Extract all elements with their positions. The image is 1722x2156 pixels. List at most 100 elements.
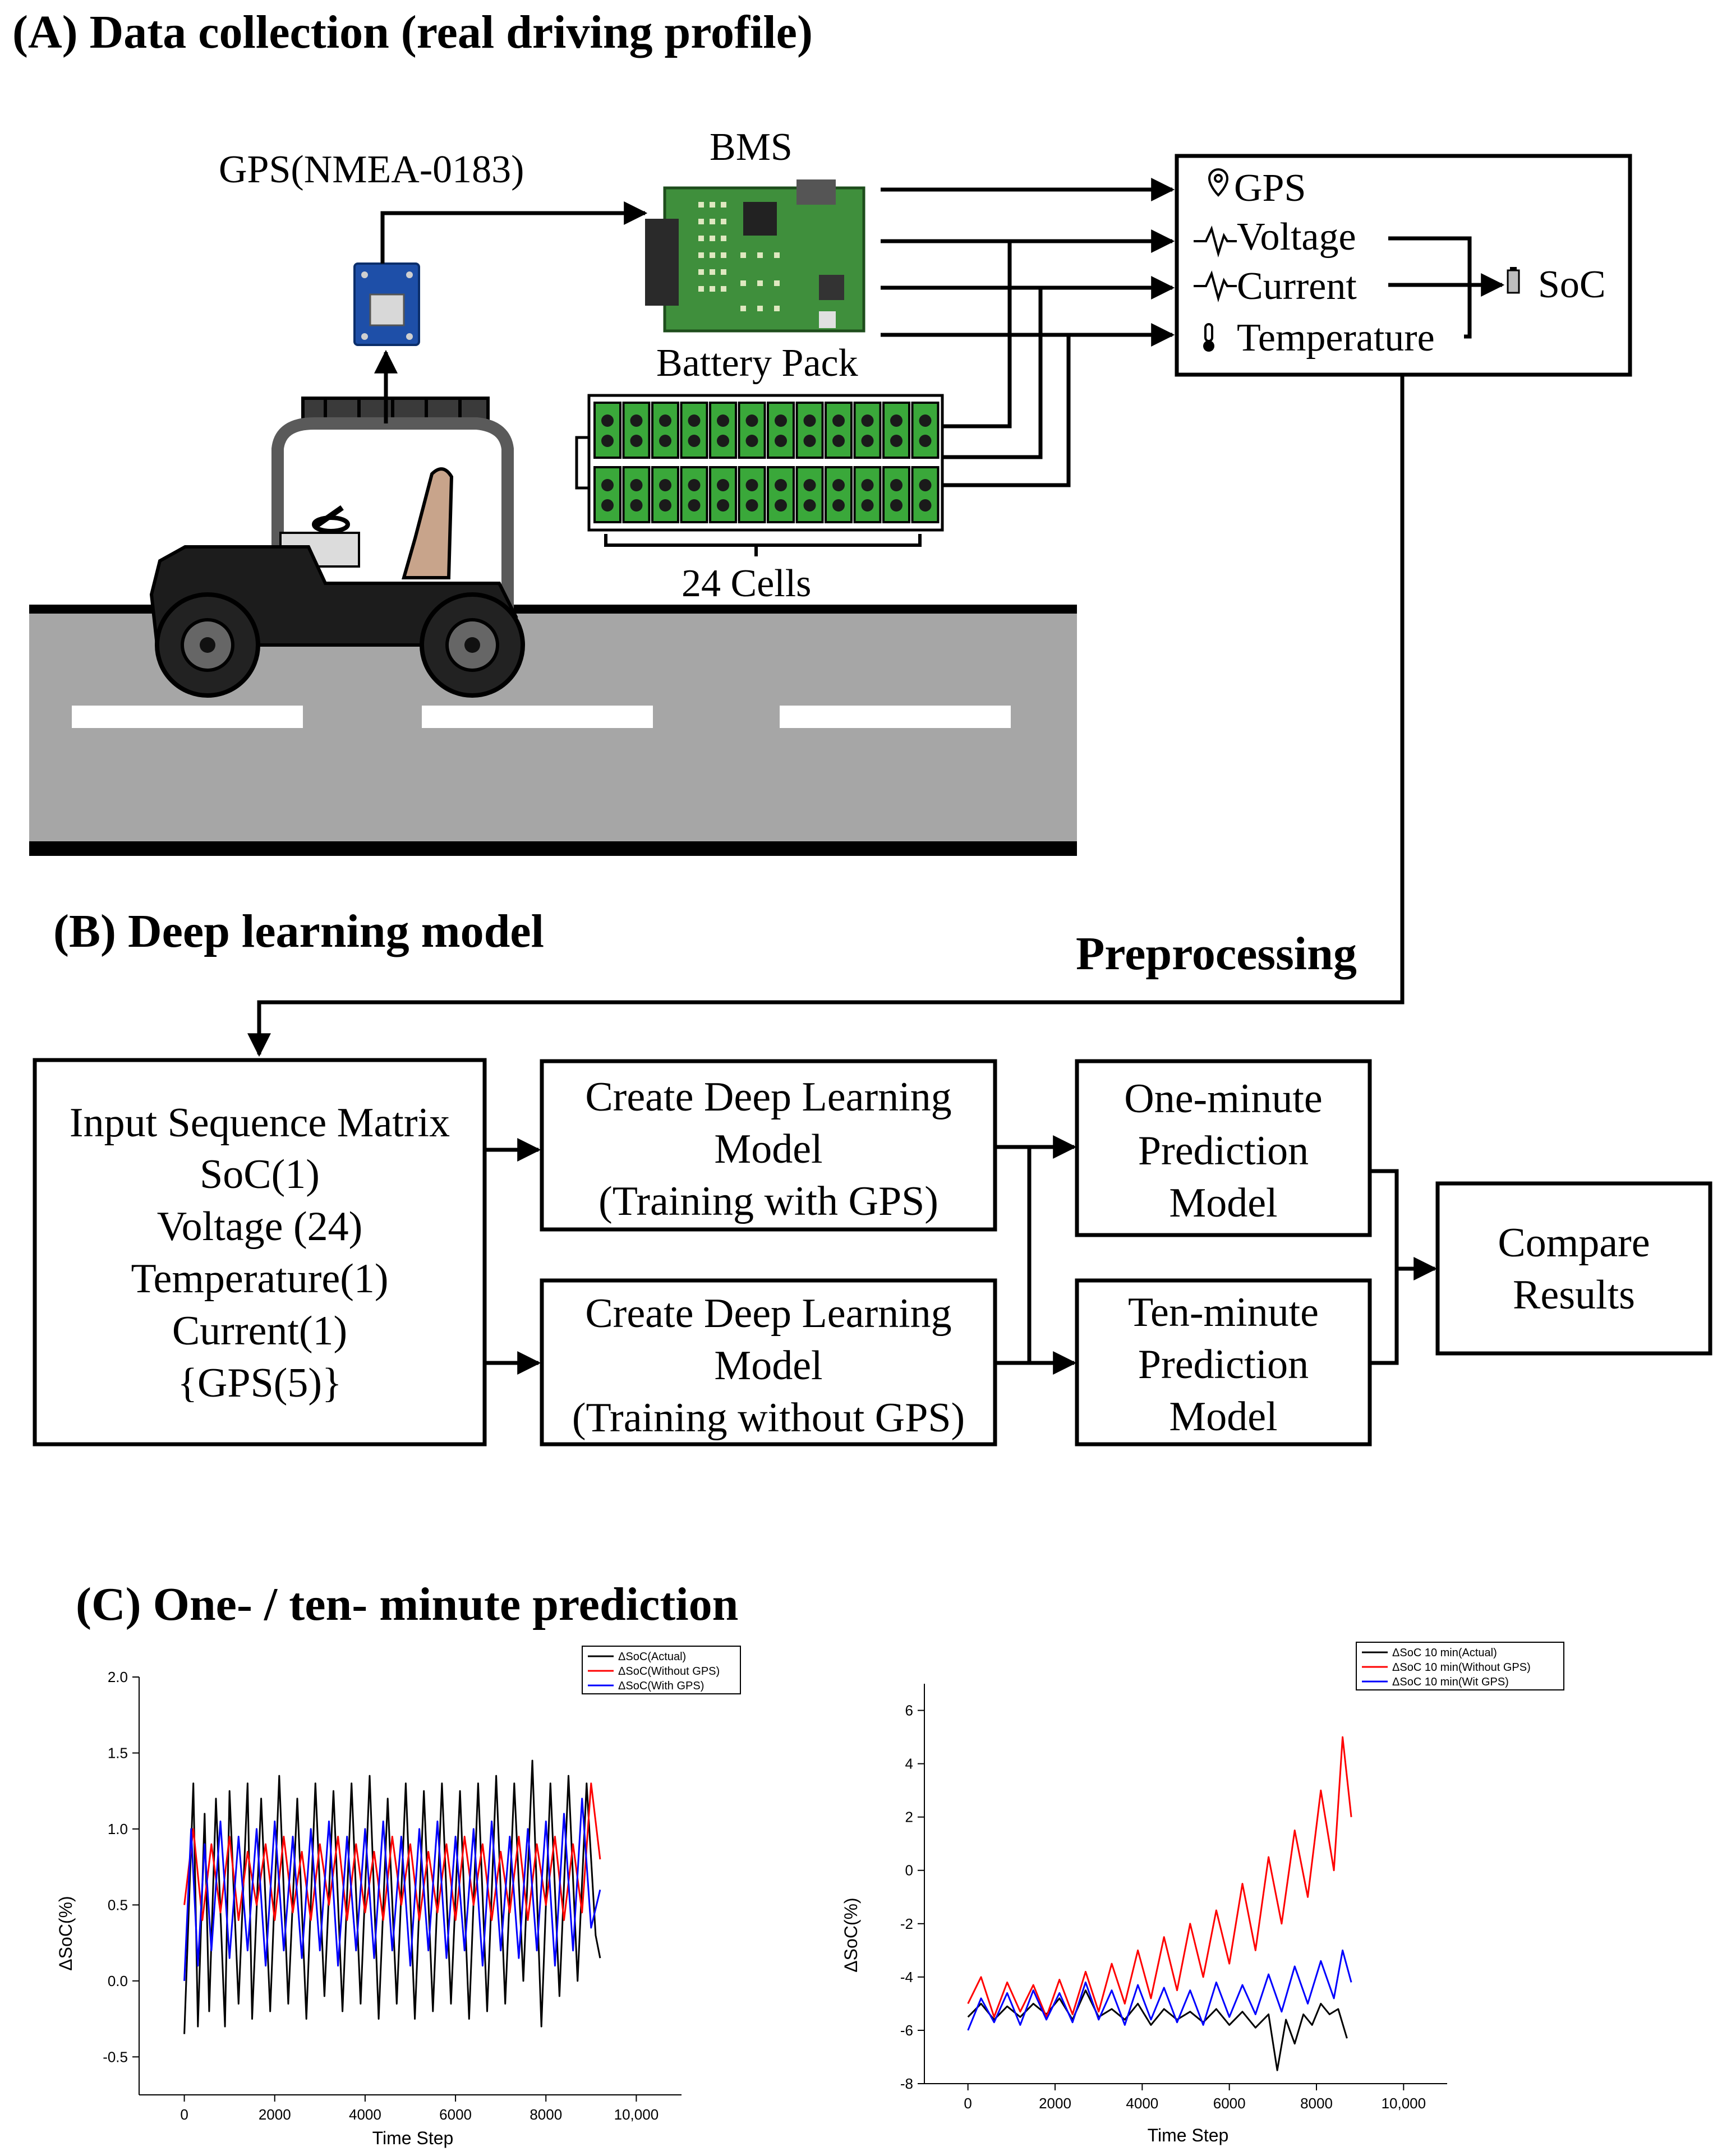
legend-entry: ΔSoC 10 min(Actual) [1392,1647,1497,1659]
x-tick-label: 8000 [1300,2095,1333,2112]
waveform-icon [1194,225,1237,258]
y-tick-label: 1.0 [108,1821,128,1837]
x-tick-label: 6000 [439,2106,472,2123]
cell-terminal [688,479,701,491]
cell-terminal [890,499,903,512]
cell-terminal [890,414,903,427]
ten-minute-model-box: Ten-minute Prediction Model [1075,1278,1372,1446]
legend-box [1356,1642,1564,1690]
battery-cell [853,402,882,459]
cell-terminal [861,499,874,512]
x-tick-label: 0 [964,2095,971,2112]
x-tick-label: 10,000 [1382,2095,1426,2112]
cell-terminal [775,435,787,447]
cell-terminal [659,499,671,512]
bms-label: BMS [710,126,793,169]
chart-2-ylabel: ΔSoC(%) [841,1897,861,1972]
battery-cell [680,402,708,459]
pack-temperature-wire [942,335,1071,487]
cell-terminal [775,414,787,427]
section-c-title: (C) One- / ten- minute prediction [76,1578,738,1630]
ten-minute-line: Ten-minute [1128,1289,1319,1335]
input-line: SoC(1) [200,1151,320,1197]
battery-cell [680,466,708,523]
x-tick-label: 8000 [530,2106,562,2123]
cells-bracket [604,534,922,556]
cell-terminal [601,435,614,447]
cell-terminal [745,499,758,512]
legend-entry: ΔSoC(With GPS) [618,1680,704,1692]
location-pin-icon [1208,168,1229,197]
battery-cell [882,466,910,523]
y-tick-label: 0 [905,1862,913,1879]
cell-terminal [919,499,932,512]
battery-pack-icon [575,394,944,532]
y-tick-label: 6 [905,1702,913,1719]
input-line: {GPS(5)} [177,1360,342,1406]
x-tick-label: 2000 [259,2106,291,2123]
y-tick-label: 0.5 [108,1896,128,1913]
cell-terminal [803,479,816,491]
cell-terminal [745,435,758,447]
gps-to-bms-arrow [380,201,648,264]
pack-voltage-wire [942,241,1012,429]
battery-cell [825,402,853,459]
create-nogps-line: Create Deep Learning [585,1291,951,1337]
cell-terminal [630,479,643,491]
battery-cell [622,466,651,523]
cell-terminal [659,414,671,427]
cell-terminal [630,499,643,512]
input-line: Current(1) [172,1308,347,1354]
compare-line: Compare [1498,1220,1650,1266]
battery-cell [767,466,795,523]
section-b-title: (B) Deep learning model [53,905,544,957]
cell-terminal [745,414,758,427]
signal-current-label: Current [1237,265,1357,308]
series-line-2 [967,1736,1352,2018]
cell-terminal [717,414,729,427]
create-model-gps-box: Create Deep Learning Model (Training wit… [540,1059,997,1232]
y-tick-label: 2 [905,1809,913,1826]
cell-terminal [890,479,903,491]
ten-minute-line: Prediction [1138,1342,1309,1388]
y-tick-label: -6 [900,2022,913,2039]
cell-terminal [659,435,671,447]
battery-cell [911,402,940,459]
road [29,605,1077,856]
cell-terminal [832,499,845,512]
cell-terminal [659,479,671,491]
cell-terminal [601,414,614,427]
signal-gps-label: GPS [1234,167,1306,210]
cell-terminal [832,435,845,447]
battery-cell [853,466,882,523]
legend-entry: ΔSoC 10 min(Without GPS) [1392,1661,1531,1674]
cell-terminal [688,435,701,447]
pack-current-wire [942,288,1043,459]
battery-pack-label: Battery Pack [656,342,858,385]
cell-terminal [717,435,729,447]
y-tick-label: 4 [905,1756,913,1772]
x-tick-label: 4000 [1126,2095,1158,2112]
battery-cell [622,402,651,459]
input-line: Input Sequence Matrix [70,1100,450,1146]
soc-label: SoC [1538,263,1606,306]
y-tick-label: -4 [900,1969,913,1985]
battery-cell [767,402,795,459]
signal-voltage-label: Voltage [1237,215,1356,259]
battery-cell [709,402,737,459]
preprocessing-label: Preprocessing [1076,928,1357,980]
cell-terminal [630,414,643,427]
x-tick-label: 2000 [1039,2095,1071,2112]
battery-cell [709,466,737,523]
thermometer-icon [1203,323,1214,352]
chart-2-xlabel: Time Step [1148,2125,1229,2145]
series-line-3 [183,1798,601,1981]
cell-terminal [861,414,874,427]
cell-terminal [919,435,932,447]
chart-1-ylabel: ΔSoC(%) [56,1896,76,1970]
ten-minute-line: Model [1169,1394,1277,1440]
x-tick-label: 4000 [349,2106,381,2123]
soc-merge-wire [1388,236,1472,339]
